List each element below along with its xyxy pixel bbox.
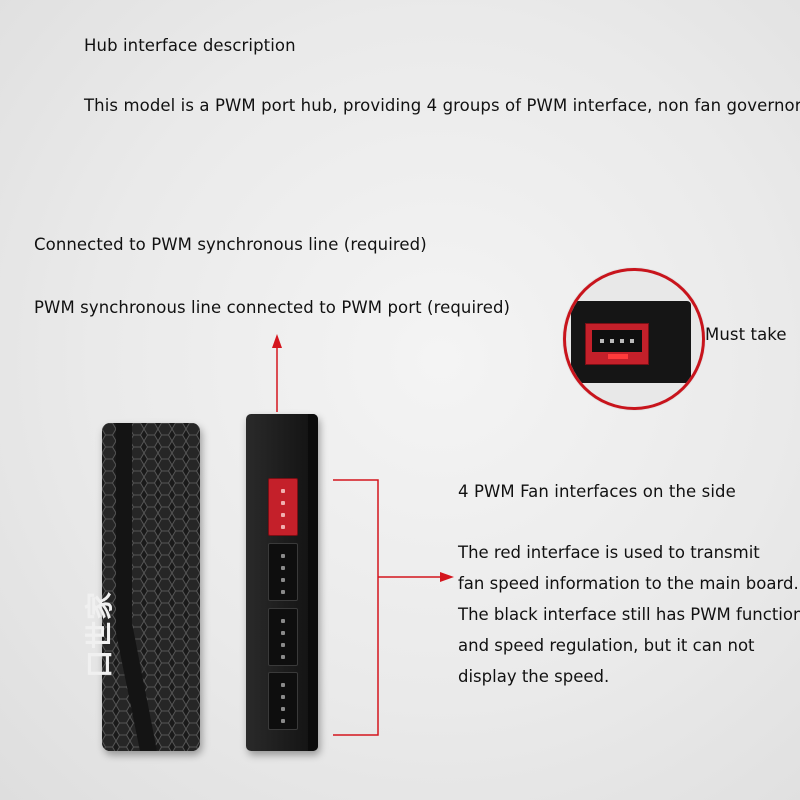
connected-line-label: Connected to PWM synchronous line (requi… bbox=[34, 235, 427, 254]
brand-logo: 口世家 bbox=[83, 590, 116, 678]
pwm-port-black bbox=[268, 608, 298, 666]
explanation-line: The red interface is used to transmit bbox=[458, 543, 760, 562]
description-text: This model is a PWM port hub, providing … bbox=[84, 96, 800, 115]
explanation-line: The black interface still has PWM functi… bbox=[458, 605, 800, 624]
honeycomb-pattern bbox=[102, 423, 200, 751]
zoom-red-port bbox=[585, 323, 649, 365]
zoom-hub-body bbox=[571, 301, 691, 383]
must-take-label: Must take bbox=[705, 325, 787, 344]
port-zoom-circle bbox=[563, 268, 705, 410]
right-arrow-head bbox=[440, 572, 454, 582]
pwm-port-black bbox=[268, 672, 298, 730]
explanation-line: fan speed information to the main board. bbox=[458, 574, 799, 593]
explanation-line: display the speed. bbox=[458, 667, 610, 686]
explanation-line: and speed regulation, but it can not bbox=[458, 636, 755, 655]
hub-side-rail bbox=[308, 414, 318, 751]
side-ports-label: 4 PWM Fan interfaces on the side bbox=[458, 482, 736, 501]
up-arrow-head bbox=[272, 334, 282, 348]
hub-front-image bbox=[102, 423, 200, 751]
pwm-line-label: PWM synchronous line connected to PWM po… bbox=[34, 298, 511, 317]
description-title: Hub interface description bbox=[84, 36, 296, 55]
side-bracket bbox=[333, 479, 379, 736]
pwm-port-red bbox=[268, 478, 298, 536]
pwm-port-black bbox=[268, 543, 298, 601]
